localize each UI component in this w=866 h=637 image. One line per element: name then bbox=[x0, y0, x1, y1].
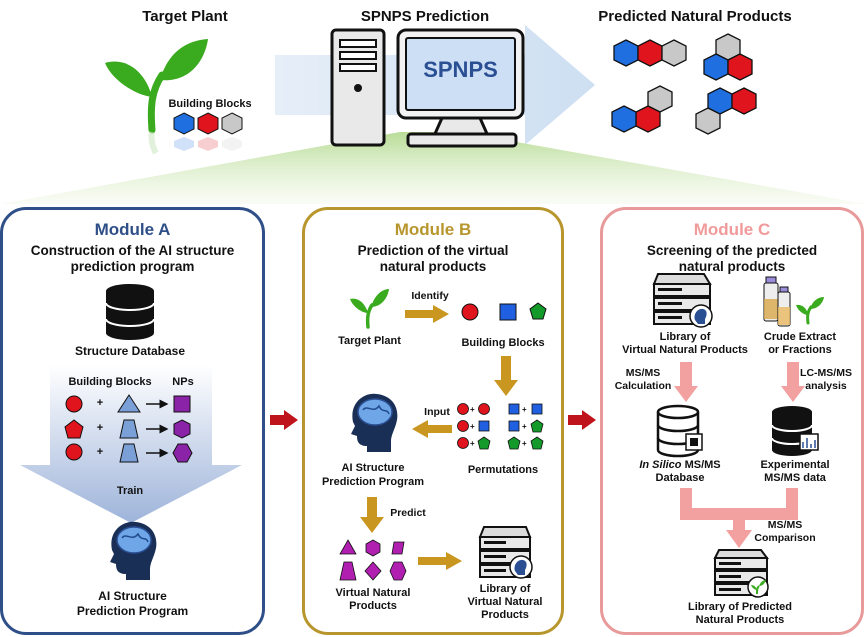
virtual-to-library-arrow bbox=[418, 552, 462, 570]
experimental-label-1: Experimental bbox=[760, 459, 830, 471]
svg-text:+: + bbox=[522, 405, 527, 414]
virtual-products-label-2: Products bbox=[349, 600, 397, 612]
permutations-label: Permutations bbox=[467, 464, 539, 476]
identify-arrow bbox=[405, 305, 449, 323]
library-b-label-3: Products bbox=[481, 609, 529, 621]
comparison-merge-arrow bbox=[680, 488, 798, 548]
identify-label: Identify bbox=[411, 290, 449, 302]
plant-icon-b bbox=[350, 289, 389, 329]
module-a-ai-label-2: Prediction Program bbox=[76, 604, 189, 618]
crude-extract-label-2: or Fractions bbox=[768, 344, 832, 356]
down-arrow-bb bbox=[494, 356, 518, 396]
module-a-nps-label: NPs bbox=[172, 376, 194, 388]
lcms-label-2: analysis bbox=[805, 380, 847, 392]
insilico-label-1: In Silico MS/MS bbox=[620, 459, 740, 472]
module-a-ai-label-1: AI Structure bbox=[98, 589, 167, 603]
module-b-target-plant-label: Target Plant bbox=[338, 335, 401, 347]
comparison-label-2: Comparison bbox=[754, 532, 816, 544]
experimental-database-icon bbox=[771, 406, 819, 456]
module-c-subtitle-2: natural products bbox=[678, 259, 786, 274]
train-label: Train bbox=[116, 485, 144, 497]
insilico-rest-text: MS/MS bbox=[681, 459, 721, 471]
computer-icon bbox=[330, 28, 525, 148]
building-block-shapes-b bbox=[461, 302, 547, 321]
predict-label: Predict bbox=[390, 507, 426, 519]
experimental-label-2: MS/MS data bbox=[764, 472, 826, 484]
structure-database-icon bbox=[105, 284, 155, 340]
module-b-ai-label-2: Prediction Program bbox=[321, 476, 425, 488]
module-a-subtitle-2: prediction program bbox=[70, 259, 195, 274]
module-c-title: Module C bbox=[693, 220, 771, 239]
module-a-title: Module A bbox=[94, 220, 171, 239]
predicted-products-molecules bbox=[611, 33, 757, 135]
reaction-rows bbox=[64, 394, 193, 463]
module-b-subtitle-1: Prediction of the virtual bbox=[357, 243, 509, 258]
input-arrow bbox=[412, 420, 452, 438]
insilico-label-2: Database bbox=[655, 472, 705, 484]
svg-text:+: + bbox=[522, 439, 527, 448]
plant-icon bbox=[105, 39, 208, 155]
permutation-grid: + + + + + + bbox=[457, 403, 544, 450]
library-c-label-2: Virtual Natural Products bbox=[622, 344, 748, 356]
building-block-hexagons bbox=[173, 112, 243, 151]
insilico-italic-text: In Silico bbox=[639, 459, 682, 471]
predicted-library-server-icon bbox=[713, 549, 769, 598]
calc-down-arrow bbox=[674, 362, 698, 402]
lcms-down-arrow bbox=[781, 362, 805, 402]
arrow-b-to-c bbox=[568, 410, 596, 430]
module-b-ai-label-1: AI Structure bbox=[341, 462, 405, 474]
ai-brain-icon-b bbox=[351, 393, 398, 452]
library-b-label-2: Virtual Natural bbox=[467, 596, 543, 608]
module-a-building-blocks-label: Building Blocks bbox=[68, 376, 152, 388]
lcms-label-1: LC-MS/MS bbox=[800, 367, 852, 379]
structure-database-label: Structure Database bbox=[74, 344, 186, 358]
msms-calc-label-2: Calculation bbox=[614, 380, 672, 392]
virtual-products-label-1: Virtual Natural bbox=[335, 587, 411, 599]
module-a-subtitle-1: Construction of the AI structure bbox=[30, 243, 235, 258]
input-label: Input bbox=[424, 406, 450, 418]
green-funnel bbox=[0, 132, 866, 204]
module-b-building-blocks-label: Building Blocks bbox=[461, 337, 545, 349]
header-building-blocks: Building Blocks bbox=[168, 98, 252, 110]
msms-calc-label-1: MS/MS bbox=[625, 367, 661, 379]
header-target-plant: Target Plant bbox=[142, 8, 228, 25]
monitor-spnps-text: SPNPS bbox=[423, 57, 498, 82]
virtual-products-shapes bbox=[339, 539, 407, 581]
predicted-library-label-2: Natural Products bbox=[695, 614, 785, 626]
svg-text:+: + bbox=[522, 422, 527, 431]
svg-text:+: + bbox=[470, 439, 475, 448]
header-predicted-products: Predicted Natural Products bbox=[598, 8, 792, 25]
header-spnps-prediction: SPNPS Prediction bbox=[360, 8, 490, 25]
library-c-label-1: Library of bbox=[659, 331, 711, 343]
plus-3: + bbox=[96, 446, 104, 458]
insilico-database-icon bbox=[656, 404, 703, 458]
arrow-a-to-b bbox=[270, 410, 298, 430]
module-c-subtitle-1: Screening of the predicted bbox=[646, 243, 818, 258]
module-b-subtitle-2: natural products bbox=[379, 259, 487, 274]
plus-2: + bbox=[96, 422, 104, 434]
crude-extract-label-1: Crude Extract bbox=[763, 331, 837, 343]
module-b-title: Module B bbox=[394, 220, 472, 239]
comparison-label-1: MS/MS bbox=[767, 519, 803, 531]
library-server-icon-c bbox=[652, 273, 713, 328]
library-server-icon-b bbox=[478, 526, 533, 579]
svg-text:+: + bbox=[470, 405, 475, 414]
predict-arrow bbox=[360, 497, 384, 533]
library-b-label-1: Library of bbox=[479, 583, 531, 595]
predicted-library-label-1: Library of Predicted bbox=[688, 601, 792, 613]
plus-1: + bbox=[96, 397, 104, 409]
ai-brain-icon-a bbox=[110, 521, 157, 580]
svg-text:+: + bbox=[470, 422, 475, 431]
crude-extract-icon bbox=[763, 276, 824, 327]
